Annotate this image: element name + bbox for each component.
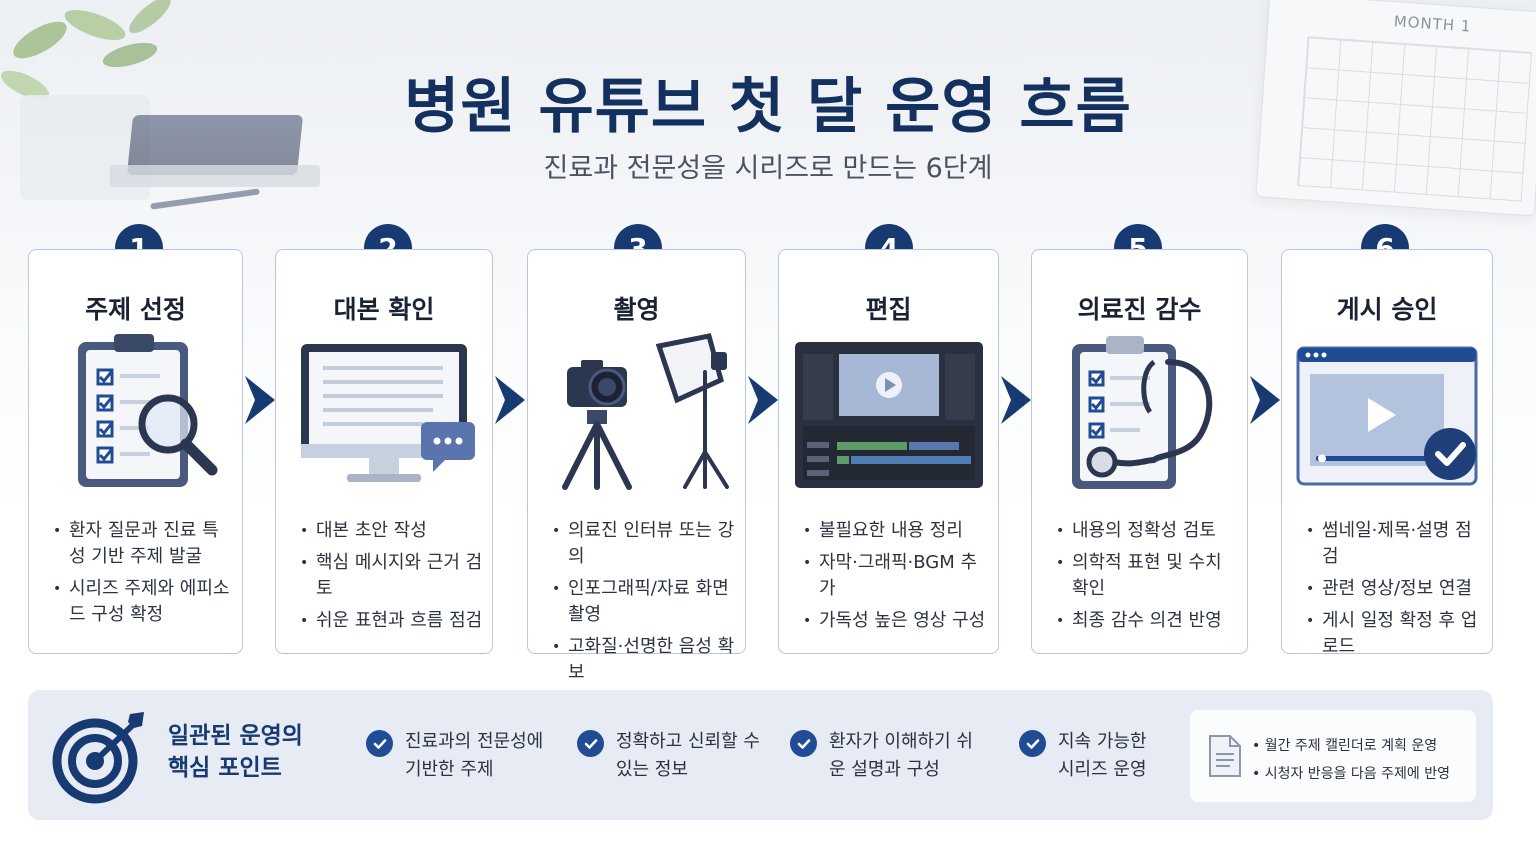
step-6-list: 썸네일·제목·설명 점검 관련 영상/정보 연결 게시 일정 확정 후 업로드 [1298, 518, 1484, 666]
check-icon [1019, 730, 1046, 757]
list-item: 썸네일·제목·설명 점검 [1298, 518, 1484, 570]
calendar-label: MONTH 1 [1393, 12, 1472, 36]
page-title: 병원 유튜브 첫 달 운영 흐름 [404, 72, 1132, 142]
core-points-panel: 일관된 운영의 핵심 포인트 진료과의 전문성에 기반한 주제 정확하고 신뢰할… [28, 690, 1493, 820]
list-item: 시리즈 주제와 에피소드 구성 확정 [45, 576, 234, 628]
step-2-title: 대본 확인 [333, 295, 435, 324]
monitor-document-icon [301, 344, 475, 482]
step-1-title: 주제 선정 [85, 295, 186, 324]
step-card-3: 촬영 의료진 인터뷰 또는 강의 인포그래픽/자료 화면 촬영 고화질·선명한 … [527, 249, 746, 683]
list-item: 내용의 정확성 검토 [1048, 518, 1239, 544]
list-item: 시청자 반응을 다음 주제에 반영 [1252, 760, 1450, 788]
step-card-1: 주제 선정 환자 질문과 진료 특성 기반 주제 발굴 시리즈 주제와 에피소드… [28, 249, 243, 654]
step-5-title: 의료진 감수 [1077, 295, 1202, 324]
target-arrow-icon [52, 712, 144, 804]
step-4-title: 편집 [865, 295, 912, 324]
core-point-text: 지속 가능한 시리즈 운영 [1058, 731, 1147, 780]
core-label-line2: 핵심 포인트 [168, 755, 282, 781]
core-label-line1: 일관된 운영의 [168, 723, 303, 749]
check-icon [790, 730, 817, 757]
list-item: 의료진 인터뷰 또는 강의 [544, 518, 737, 570]
check-icon [366, 730, 393, 757]
step-6-title: 게시 승인 [1336, 295, 1438, 324]
arrow-right-icon [1001, 376, 1031, 424]
camera-softbox-icon [561, 333, 729, 490]
video-approved-icon [1296, 346, 1478, 486]
list-item: 불필요한 내용 정리 [795, 518, 990, 544]
list-item: 쉬운 표현과 흐름 점검 [292, 608, 484, 634]
step-card-5: 의료진 감수 내용의 정확성 검토 의학적 표현 및 수치 확인 최종 감수 의… [1031, 249, 1248, 654]
list-item: 월간 주제 캘린더로 계획 운영 [1252, 732, 1450, 760]
core-point-2: 정확하고 신뢰할 수 있는 정보 [577, 728, 776, 784]
step-card-6: 게시 승인 썸네일·제목·설명 점검 관련 영상/정보 연결 게시 일정 확정 … [1281, 249, 1493, 657]
list-item: 인포그래픽/자료 화면 촬영 [544, 576, 737, 628]
clipboard-magnifier-icon [77, 334, 217, 487]
note-list: 월간 주제 캘린더로 계획 운영 시청자 반응을 다음 주제에 반영 [1252, 732, 1450, 788]
core-point-text: 진료과의 전문성에 기반한 주제 [405, 731, 544, 780]
list-item: 최종 감수 의견 반영 [1048, 608, 1239, 634]
list-item: 대본 초안 작성 [292, 518, 484, 544]
document-icon [1209, 735, 1241, 777]
list-item: 의학적 표현 및 수치 확인 [1048, 550, 1239, 602]
arrow-right-icon [245, 376, 275, 424]
core-point-1: 진료과의 전문성에 기반한 주제 [366, 728, 565, 784]
step-1-list: 환자 질문과 진료 특성 기반 주제 발굴 시리즈 주제와 에피소드 구성 확정 [45, 518, 234, 634]
step-5-list: 내용의 정확성 검토 의학적 표현 및 수치 확인 최종 감수 의견 반영 [1048, 518, 1239, 640]
check-icon [577, 730, 604, 757]
list-item: 핵심 메시지와 근거 검토 [292, 550, 484, 602]
arrow-right-icon [1250, 376, 1280, 424]
arrow-right-icon [748, 376, 778, 424]
note-box: 월간 주제 캘린더로 계획 운영 시청자 반응을 다음 주제에 반영 [1190, 710, 1476, 802]
core-point-text: 정확하고 신뢰할 수 있는 정보 [616, 731, 760, 780]
clipboard-stethoscope-icon [1071, 336, 1212, 489]
book-decoration-2 [110, 165, 320, 187]
step-3-title: 촬영 [613, 295, 660, 324]
core-point-text: 환자가 이해하기 쉬운 설명과 구성 [829, 731, 973, 780]
step-2-list: 대본 초안 작성 핵심 메시지와 근거 검토 쉬운 표현과 흐름 점검 [292, 518, 484, 640]
core-point-3: 환자가 이해하기 쉬운 설명과 구성 [790, 728, 989, 784]
arrow-right-icon [495, 376, 525, 424]
step-card-4: 편집 불필요한 내용 정리 자막·그래픽·BGM 추가 가독성 높은 영상 구성 [778, 249, 999, 654]
video-editor-icon [794, 342, 983, 488]
core-label: 일관된 운영의 핵심 포인트 [168, 720, 328, 784]
list-item: 자막·그래픽·BGM 추가 [795, 550, 990, 602]
step-4-list: 불필요한 내용 정리 자막·그래픽·BGM 추가 가독성 높은 영상 구성 [795, 518, 990, 640]
step-3-list: 의료진 인터뷰 또는 강의 인포그래픽/자료 화면 촬영 고화질·선명한 음성 … [544, 518, 737, 692]
core-point-4: 지속 가능한 시리즈 운영 [1019, 728, 1168, 784]
list-item: 고화질·선명한 음성 확보 [544, 634, 737, 686]
list-item: 게시 일정 확정 후 업로드 [1298, 608, 1484, 660]
page-subtitle: 진료과 전문성을 시리즈로 만드는 6단계 [543, 153, 993, 184]
list-item: 가독성 높은 영상 구성 [795, 608, 990, 634]
list-item: 관련 영상/정보 연결 [1298, 576, 1484, 602]
step-card-2: 대본 확인 대본 초안 작성 핵심 메시지와 근거 검토 쉬운 표현과 흐름 점… [275, 249, 493, 654]
list-item: 환자 질문과 진료 특성 기반 주제 발굴 [45, 518, 234, 570]
